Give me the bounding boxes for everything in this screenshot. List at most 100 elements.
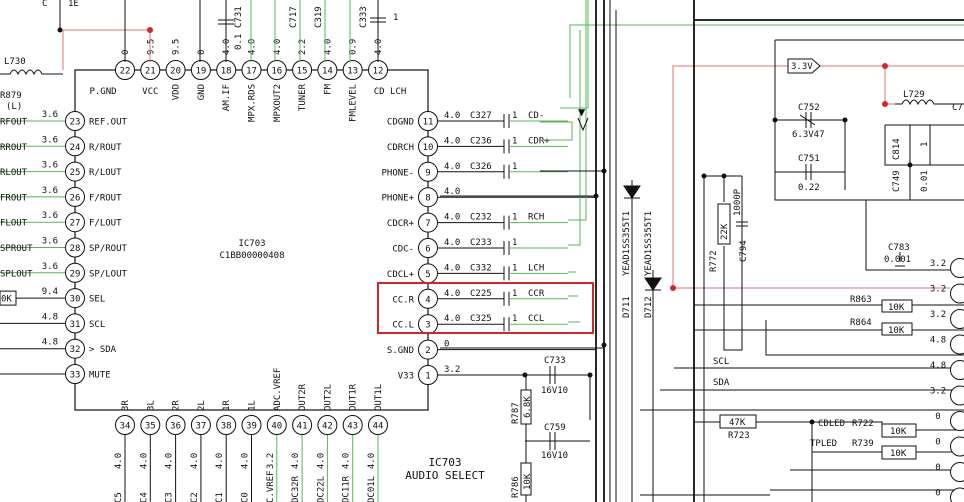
pin-label: TUNER <box>298 83 308 111</box>
pin-11 <box>418 111 438 131</box>
pin-voltage: 0 <box>121 50 131 55</box>
c731-cap <box>218 19 234 25</box>
pin-10 <box>418 136 438 157</box>
sel-resistor <box>0 290 17 306</box>
pin-7 <box>418 212 438 233</box>
pin-29 <box>65 262 85 283</box>
pin-net: CCL <box>528 314 544 324</box>
pin-voltage: 9.5 <box>172 39 182 55</box>
d711-label: D711 <box>622 296 632 318</box>
pin-voltage: 4.8 <box>42 312 58 322</box>
pin-net: C1 <box>215 492 225 502</box>
pin-label: S.GND <box>387 346 414 356</box>
pin-voltage: 4.0 <box>444 162 460 172</box>
supply-tag <box>787 58 821 74</box>
edge-pin <box>950 385 964 406</box>
pin-voltage: 4.0 <box>444 314 460 324</box>
pin-number: 30 <box>70 295 81 305</box>
ic-ref: IC703 <box>238 239 265 249</box>
pin-16 <box>266 60 287 80</box>
pin-voltage: 4.0 <box>444 136 460 146</box>
bus-node-3 <box>601 342 607 348</box>
c759-cap <box>525 432 590 450</box>
r739-label: R739 <box>852 439 874 449</box>
c814-value: 1 <box>920 142 930 147</box>
pin-24 <box>65 136 85 157</box>
pin-number: 14 <box>322 67 333 77</box>
pin-number: 41 <box>297 422 308 432</box>
gnd-node <box>57 27 63 33</box>
pin-label: F/ROUT <box>89 193 122 203</box>
pin-42 <box>317 415 338 435</box>
pin-number: 8 <box>425 194 430 204</box>
pin-number: 9 <box>425 168 430 178</box>
bottom-right-wires <box>640 469 964 496</box>
d712-label: D712 <box>644 296 654 318</box>
cap-ref: C225 <box>470 289 492 299</box>
pin-number: 25 <box>70 168 81 178</box>
v33-node-2 <box>587 372 593 378</box>
pin-number: 35 <box>145 422 156 432</box>
cap-value: 1 <box>512 289 517 299</box>
pin-net: DC11R <box>342 475 352 502</box>
pin-41 <box>292 415 313 435</box>
tpled-label: TPLED <box>810 439 837 449</box>
pin-net: DC22L <box>316 476 326 502</box>
pin-number: 10 <box>423 143 434 153</box>
cap-value: 1 <box>512 111 517 121</box>
edge-voltage: 4.8 <box>930 361 946 371</box>
pin-14 <box>317 60 338 80</box>
pin-label: V33 <box>398 372 414 382</box>
cap-value: 1 <box>512 263 517 273</box>
pin-voltage: 0 <box>197 50 207 55</box>
top-cap-c717: C717 <box>289 6 299 28</box>
r787-label: R787 <box>511 402 521 424</box>
pin-37 <box>190 415 211 435</box>
pin-40 <box>266 415 287 435</box>
r879-l-label: (L) <box>6 102 22 112</box>
vcc-red-wire <box>62 29 151 70</box>
pin-voltage: 0 <box>444 340 449 350</box>
pin-39 <box>241 415 262 435</box>
edge-voltage: 0 <box>935 438 940 448</box>
edge-pin <box>950 411 964 431</box>
pin-8 <box>418 187 438 208</box>
pin-20 <box>165 60 186 80</box>
pin-label: GND <box>197 84 207 100</box>
r72x-wires <box>694 421 964 502</box>
pin-number: 22 <box>120 67 131 77</box>
pin-label: PHONE- <box>381 168 414 178</box>
ic-title-func: AUDIO SELECT <box>405 469 485 482</box>
c752-value: 6.3V47 <box>792 130 825 140</box>
r723-label: R723 <box>728 431 750 441</box>
pin-label: CDCR+ <box>387 219 415 229</box>
c752-node <box>842 117 848 123</box>
pin-34 <box>115 415 135 435</box>
pin-number: 5 <box>425 270 430 280</box>
pin-number: 24 <box>70 143 81 153</box>
pin-number: 4 <box>425 295 430 305</box>
pin-voltage: 4.8 <box>42 338 58 348</box>
r722-value: 10K <box>890 427 907 437</box>
pin-voltage: 3.6 <box>42 262 58 272</box>
pin-label: 2L <box>197 400 207 411</box>
pin-voltage: 4.0 <box>273 39 283 55</box>
black-bus-2 <box>609 0 617 502</box>
pin-1 <box>418 365 438 385</box>
diode-wires <box>631 180 654 502</box>
pin-number: 27 <box>70 219 81 229</box>
pin-net: SPROUT <box>0 244 33 254</box>
pin-voltage: 4.0 <box>215 453 225 469</box>
pin-number: 21 <box>145 67 156 77</box>
pin-33 <box>65 364 85 384</box>
top-cut-label-2: 1E <box>68 0 79 9</box>
pin-voltage: 4.0 <box>114 453 124 469</box>
cap-value: 1 <box>512 213 517 223</box>
r772-label: R772 <box>709 250 719 272</box>
pin-label: 1R <box>222 400 232 411</box>
arrow-label: ▼ <box>578 105 586 119</box>
pin-voltage: 4.0 <box>316 453 326 469</box>
pin-voltage: 3.6 <box>42 211 58 221</box>
pin-number: 33 <box>70 371 81 381</box>
pin-label: SCL <box>89 320 105 330</box>
